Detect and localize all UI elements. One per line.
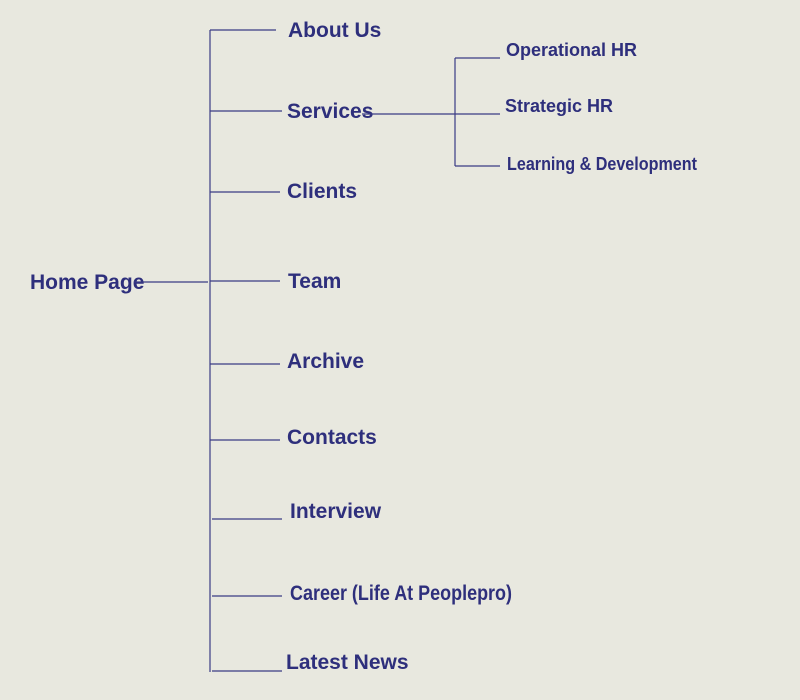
root-label: Home Page bbox=[30, 271, 144, 294]
page-label: Clients bbox=[287, 180, 357, 203]
page-node-archive: Archive bbox=[210, 350, 364, 373]
page-node-services: Services bbox=[210, 100, 500, 123]
page-node-about-us: About Us bbox=[210, 19, 381, 42]
page-label: Services bbox=[287, 100, 373, 123]
page-node-interview: Interview bbox=[212, 500, 382, 523]
page-node-clients: Clients bbox=[210, 180, 357, 203]
subpage-label: Strategic HR bbox=[505, 96, 613, 116]
subpage-node-strategic-hr: Strategic HR bbox=[505, 96, 613, 116]
page-label: Interview bbox=[290, 500, 382, 523]
page-label: About Us bbox=[288, 19, 381, 42]
page-label: Latest News bbox=[286, 651, 409, 674]
subpage-label: Operational HR bbox=[506, 40, 637, 60]
page-node-team: Team bbox=[210, 270, 341, 293]
page-node-career: Career (Life At Peoplepro) bbox=[212, 582, 512, 605]
page-node-latest-news: Latest News bbox=[212, 651, 409, 674]
page-label: Contacts bbox=[287, 426, 377, 449]
subpage-node-operational-hr: Operational HR bbox=[455, 40, 637, 60]
page-label: Team bbox=[288, 270, 341, 293]
root-node: Home Page bbox=[30, 271, 208, 294]
page-label: Career (Life At Peoplepro) bbox=[290, 582, 512, 605]
page-node-contacts: Contacts bbox=[210, 426, 377, 449]
subpage-label: Learning & Development bbox=[507, 154, 697, 174]
subpage-node-learning-development: Learning & Development bbox=[455, 154, 697, 174]
page-label: Archive bbox=[287, 350, 364, 373]
